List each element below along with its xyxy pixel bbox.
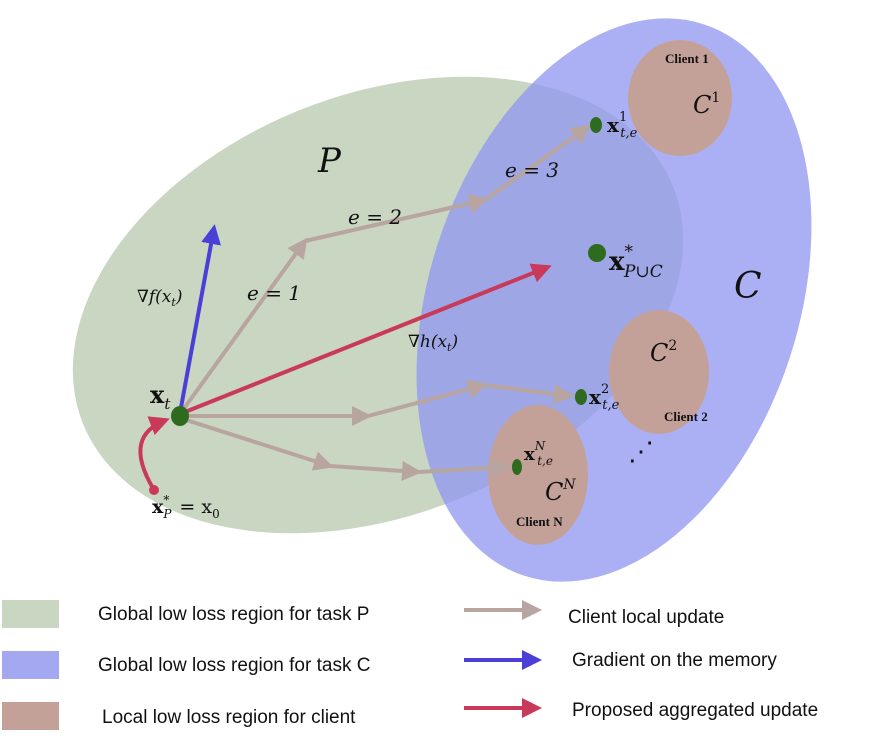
client-2-point-text: x xyxy=(589,385,602,409)
x-p-star-eq-sub: 0 xyxy=(212,507,220,521)
client-1-set-text: C xyxy=(693,91,711,119)
client-n-name: Client N xyxy=(516,514,563,529)
x-puc-point xyxy=(588,244,606,262)
client-n-set-text: C xyxy=(545,478,563,506)
epoch-1-label: e = 1 xyxy=(247,281,301,305)
x-p-star-sup: * xyxy=(163,493,169,507)
grad-f-close: ) xyxy=(175,287,183,307)
x-p-star-sub: P xyxy=(162,507,172,521)
gradient-arrow xyxy=(178,224,221,414)
client-2-point-sup: 2 xyxy=(601,382,609,397)
x-puc-label: x*P∪C xyxy=(609,242,663,282)
client-n-set: CN xyxy=(545,477,576,506)
region-client-2 xyxy=(609,310,709,434)
x-p-star-eq: = x xyxy=(179,496,212,518)
aggregated-update-arrow xyxy=(179,263,552,416)
local-update-path-client-2 xyxy=(180,379,574,426)
client-2-point-sub: t,e xyxy=(602,398,619,413)
legend-label-region-client: Local low loss region for client xyxy=(102,707,356,728)
legend-swatch-region-c xyxy=(2,651,59,679)
client-n-point xyxy=(512,459,522,475)
legend-label-aggregated: Proposed aggregated update xyxy=(572,700,818,721)
x-p-star-label: x*P = x0 xyxy=(152,493,220,521)
x-puc-text: x xyxy=(609,247,625,277)
client-2-set: C2 xyxy=(650,338,677,367)
xt-point xyxy=(171,406,189,426)
epoch-2-label: e = 2 xyxy=(348,205,402,229)
grad-f-label: ∇f(xt) xyxy=(137,287,182,309)
set-p-label: P xyxy=(317,141,342,181)
grad-f-sub: t xyxy=(171,296,176,309)
legend-label-region-c: Global low loss region for task C xyxy=(98,655,370,676)
x-puc-sup: * xyxy=(625,242,634,262)
local-update-path-client-n xyxy=(179,416,512,481)
legend-label-region-p: Global low loss region for task P xyxy=(98,604,369,625)
client-n-point-sub: t,e xyxy=(537,454,553,468)
epoch-3-label: e = 3 xyxy=(505,158,559,182)
x-p-star-point xyxy=(149,485,159,495)
client-1-set-sup: 1 xyxy=(711,90,720,106)
set-c-label: C xyxy=(734,266,762,307)
client-1-point xyxy=(590,117,602,133)
grad-h-sub: t xyxy=(447,341,452,354)
x-p-star-text: x xyxy=(152,496,164,518)
legend: Global low loss region for task P Global… xyxy=(2,600,818,730)
xt-label: xt xyxy=(150,380,171,413)
legend-swatch-region-client xyxy=(2,702,59,730)
client-2-point xyxy=(575,389,587,405)
legend-label-gradient: Gradient on the memory xyxy=(572,650,777,671)
client-n-set-sup: N xyxy=(562,477,576,493)
grad-f-text: ∇f(x xyxy=(137,287,172,307)
xt-sub: t xyxy=(164,395,171,413)
client-1-name: Client 1 xyxy=(665,51,709,66)
client-2-name: Client 2 xyxy=(664,409,708,424)
legend-swatch-region-p xyxy=(2,600,59,628)
grad-h-label: ∇h(xt) xyxy=(408,332,458,354)
client-1-point-sup: 1 xyxy=(619,110,627,125)
region-client-1 xyxy=(628,40,732,156)
client-n-point-text: x xyxy=(524,444,535,465)
client-2-set-sup: 2 xyxy=(668,338,677,354)
init-curve-arrow xyxy=(138,416,170,492)
client-n-point-sup: N xyxy=(534,439,546,453)
grad-h-text: ∇h(x xyxy=(408,332,447,352)
client-1-point-sub: t,e xyxy=(620,126,637,141)
region-client-n xyxy=(488,405,588,545)
xt-text: x xyxy=(150,380,165,409)
legend-label-local-update: Client local update xyxy=(568,607,724,628)
grad-h-close: ) xyxy=(450,332,458,352)
local-update-path-client-1 xyxy=(178,124,592,416)
x-puc-sub: P∪C xyxy=(623,262,663,282)
client-ellipsis: ⋰ xyxy=(628,437,654,467)
client-1-point-text: x xyxy=(607,113,620,137)
client-2-set-text: C xyxy=(650,339,668,367)
client-1-set: C1 xyxy=(693,90,720,119)
